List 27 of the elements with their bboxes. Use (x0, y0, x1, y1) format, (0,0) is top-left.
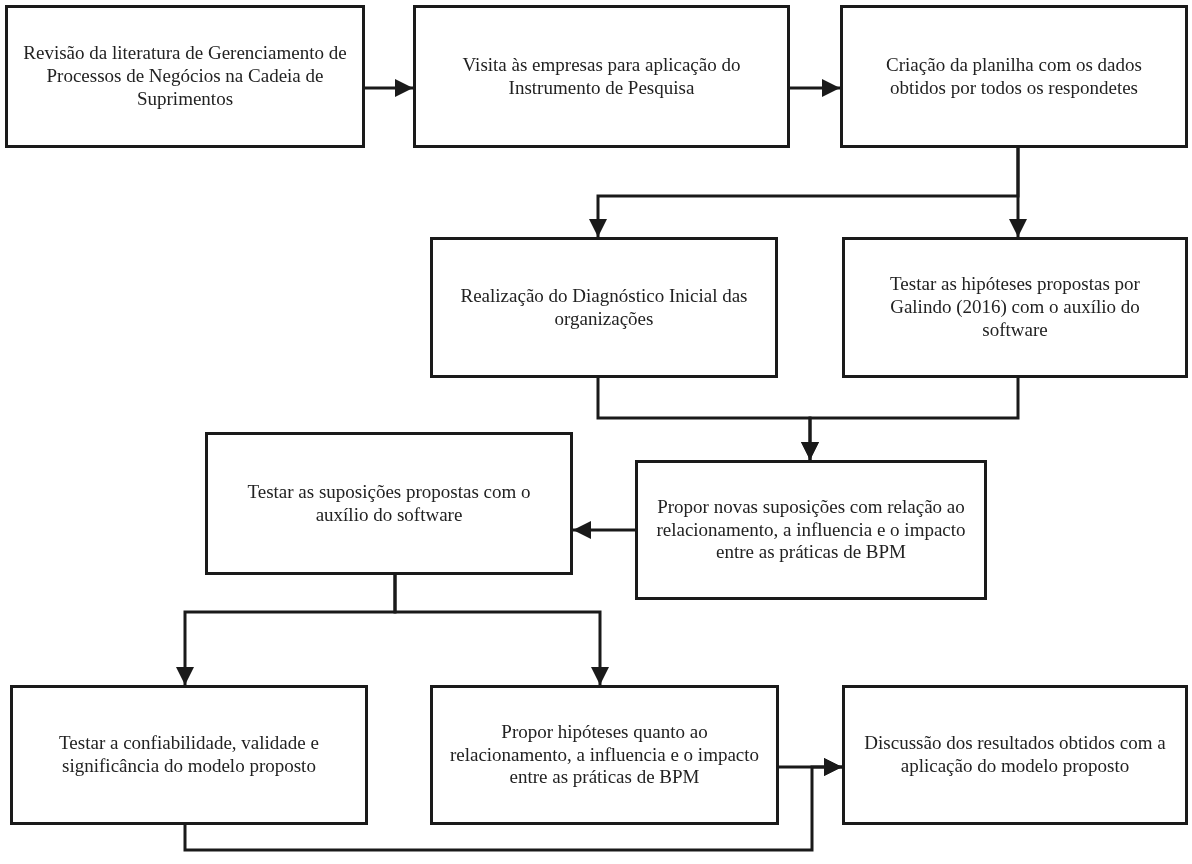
box-text: Testar as suposições propostas com o auxílio do software (246, 480, 532, 527)
process-box (413, 5, 790, 148)
arrow (365, 79, 413, 97)
box-text: Discussão dos resultados obtidos com a aplicação do modelo proposto (863, 732, 1167, 778)
process-box (635, 460, 987, 600)
process-box (842, 685, 1188, 825)
box-text: Visita às empresas para aplicação do Instrumento de Pesquisa (461, 53, 742, 100)
arrow (801, 378, 1020, 460)
arrow (1009, 148, 1027, 237)
arrow (779, 758, 842, 776)
box-text: Propor novas suposições com relação ao relacionamento, a influencia e o impacto entre as práticas de BPM (655, 495, 967, 565)
process-box (205, 432, 573, 575)
box-text: Criação da planilha com os dados obtidos por todos os respondetes (885, 53, 1143, 100)
arrow (573, 521, 635, 539)
box-text: Testar as hipóteses propostas por Galindo (2016) com o auxílio do software (889, 273, 1141, 342)
box-text: Realização do Diagnóstico Inicial das organizações (459, 284, 749, 331)
box-text: Revisão da literatura de Gerenciamento de Processos de Negócios na Cadeia de Suprimentos (22, 42, 348, 111)
process-box (10, 685, 368, 825)
process-box (430, 685, 779, 825)
process-box (840, 5, 1188, 148)
arrow (393, 575, 609, 685)
arrow (790, 79, 840, 97)
process-box (5, 5, 365, 148)
box-text: Propor hipóteses quanto ao relacionamento, a influencia e o impacto entre as práticas de BPM (448, 720, 761, 790)
process-box (842, 237, 1188, 378)
box-text: Testar a confiabilidade, validade e significância do modelo proposto (58, 732, 320, 778)
process-box (430, 237, 778, 378)
